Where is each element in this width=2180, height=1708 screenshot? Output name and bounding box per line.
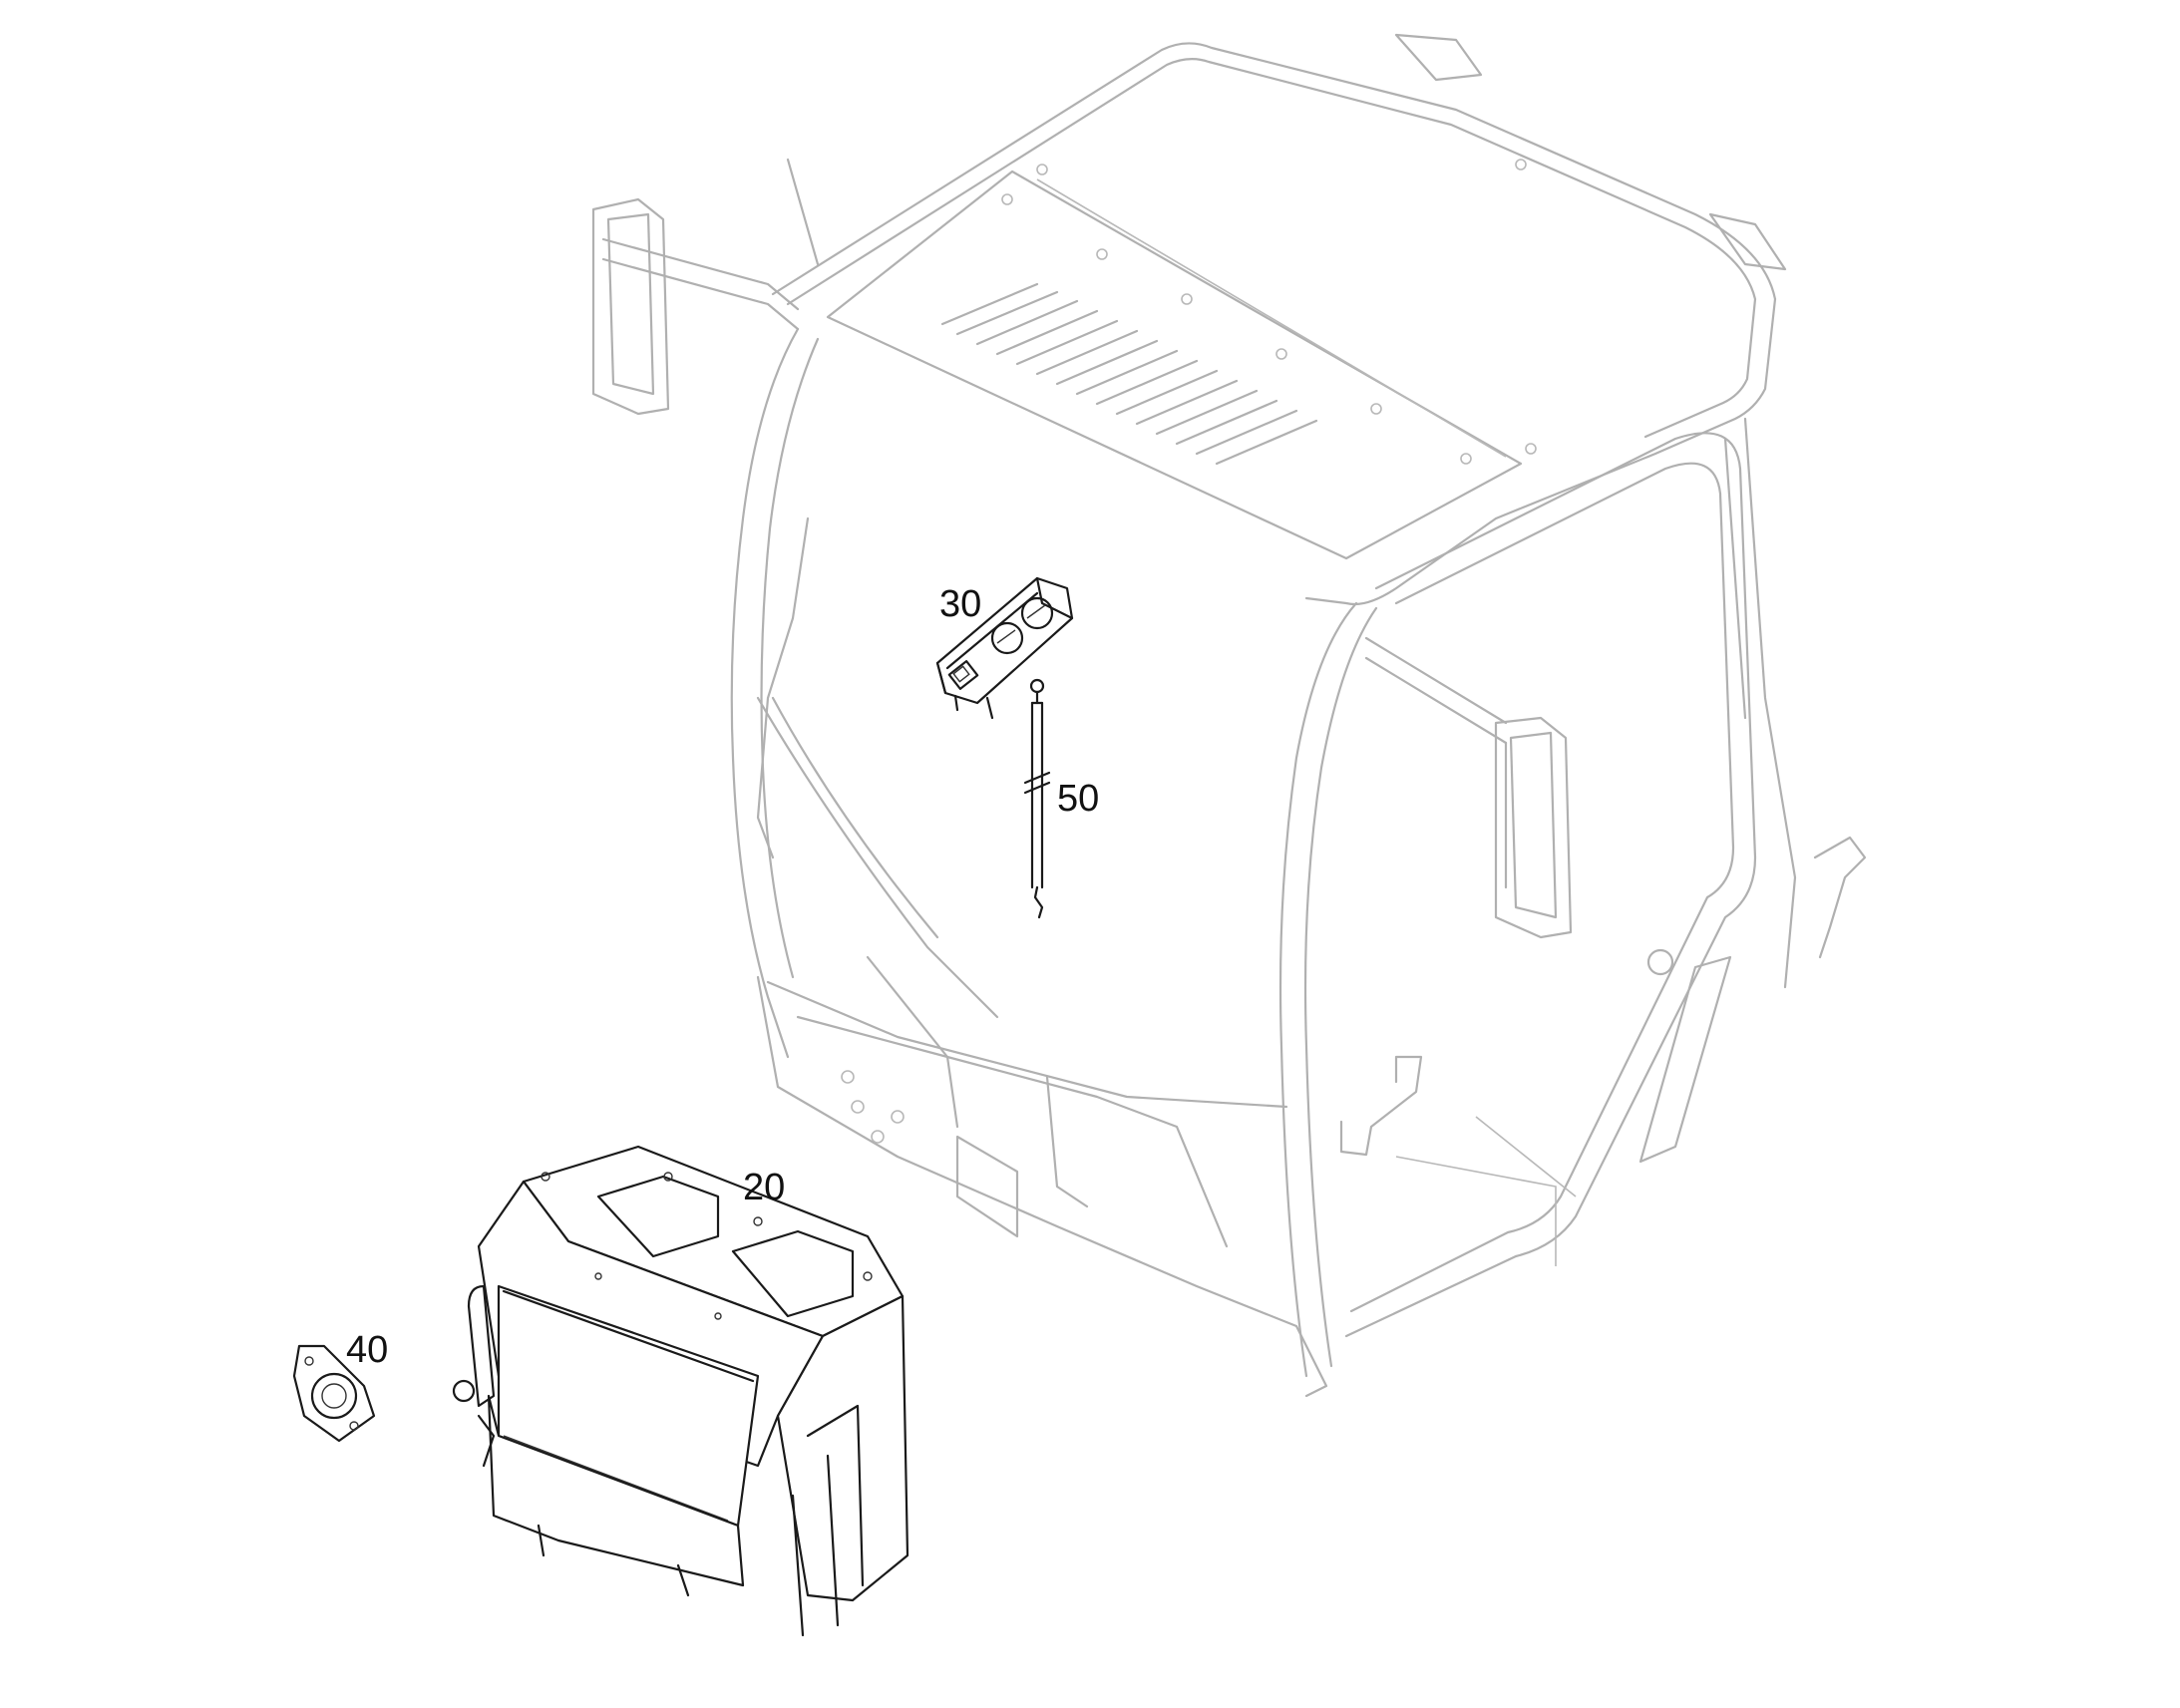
part-30-control-panel — [935, 576, 1074, 720]
wiper — [756, 516, 999, 1019]
callout-20: 20 — [743, 1167, 786, 1208]
part-40-blower-plate — [292, 1344, 376, 1443]
part-50-cable — [1023, 678, 1051, 919]
roof-vent-slots — [940, 282, 1318, 466]
right-mirror — [1364, 636, 1573, 939]
cab-outline — [591, 33, 1867, 1398]
callout-30: 30 — [939, 583, 982, 625]
part-20-heater-unit — [452, 1145, 909, 1637]
left-mirror — [591, 197, 800, 416]
callout-40: 40 — [346, 1329, 389, 1371]
callout-50: 50 — [1057, 778, 1100, 820]
